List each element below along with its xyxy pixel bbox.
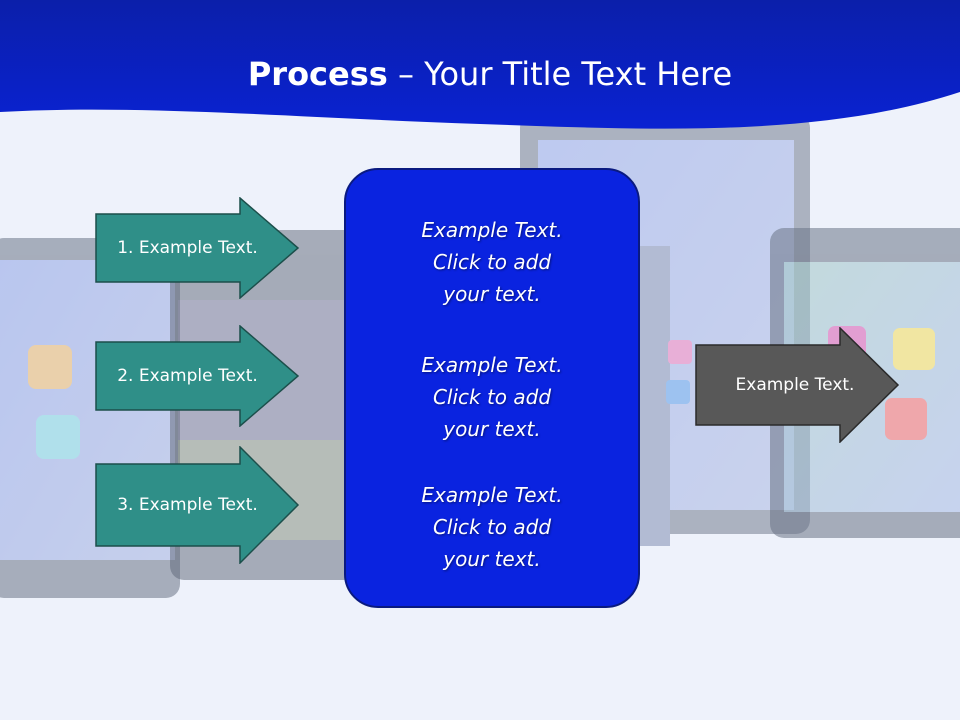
- arrow-shape: [695, 327, 900, 443]
- output-arrow-label: Example Text.: [735, 375, 855, 395]
- slide-title: Process – Your Title Text Here: [0, 52, 960, 96]
- center-item-1-line1: Example Text.: [421, 218, 563, 242]
- process-arrow-1[interactable]: 1. Example Text.: [95, 197, 300, 299]
- center-item-1-line3: your text.: [443, 282, 541, 306]
- process-arrow-2[interactable]: 2. Example Text.: [95, 325, 300, 427]
- process-arrow-2-label: 2. Example Text.: [117, 366, 258, 386]
- center-item-2-line1: Example Text.: [421, 353, 563, 377]
- process-arrow-3[interactable]: 3. Example Text.: [95, 446, 300, 564]
- center-text-box[interactable]: Example Text. Click to add your text. Ex…: [344, 168, 640, 608]
- title-bold: Process: [247, 55, 388, 93]
- center-item-3-line2: Click to add: [432, 515, 552, 539]
- center-item-1-line2: Click to add: [432, 250, 552, 274]
- arrow-shape: [95, 446, 300, 564]
- process-arrow-1-label: 1. Example Text.: [117, 238, 258, 258]
- center-item-3-line1: Example Text.: [421, 483, 563, 507]
- center-item-2: Example Text. Click to add your text.: [346, 349, 638, 445]
- center-item-2-line2: Click to add: [432, 385, 552, 409]
- center-item-1: Example Text. Click to add your text.: [346, 214, 638, 310]
- title-rest: – Your Title Text Here: [387, 55, 733, 93]
- arrow-shape: [95, 325, 300, 427]
- header-wave: [0, 0, 960, 129]
- process-arrow-3-label: 3. Example Text.: [117, 495, 258, 515]
- center-item-2-line3: your text.: [443, 417, 541, 441]
- center-item-3-line3: your text.: [443, 547, 541, 571]
- output-arrow[interactable]: Example Text.: [695, 327, 900, 443]
- arrow-shape: [95, 197, 300, 299]
- center-item-3: Example Text. Click to add your text.: [346, 479, 638, 575]
